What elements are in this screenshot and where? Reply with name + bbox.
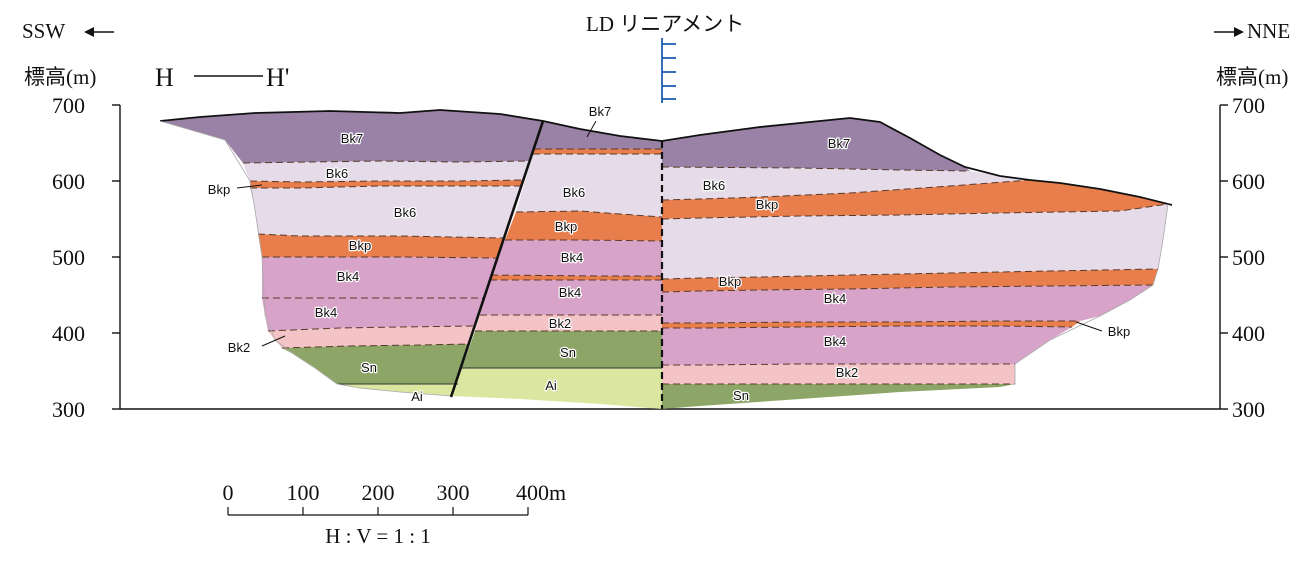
leader-line [586,120,597,138]
section-start-label: H [155,63,174,92]
middle-unit-bk7-fill [534,121,662,149]
leader-line [236,184,263,189]
left-arrow-icon [84,27,114,37]
unit-label: Bk2 [228,340,250,355]
unit-label: Bk6 [563,185,585,200]
right-unit-bkp-upper-fill [662,180,1168,219]
middle-unit-bkp-sliver-fill [490,275,662,280]
right-unit-bk6-upper-fill [662,167,1030,200]
left-direction-label: SSW [22,19,65,43]
unit-label: Bk7 [341,131,363,146]
right-unit-bk4-upper-fill [662,285,1153,323]
scale-label: 400m [516,480,566,505]
unit-label: Ai [545,378,557,393]
left-unit-ai-fill [337,384,458,396]
reverse-fault-line [449,120,545,398]
middle-unit-ai-fill [451,368,662,409]
lineament-marker-icon [661,38,676,103]
right-tick-500: 500 [1232,245,1265,270]
leader-line [261,335,286,347]
right-unit-bk7-fill [662,118,970,171]
right-elevation-axis [1219,104,1228,410]
scale-label: 100 [287,480,320,505]
leader-line [1075,321,1103,332]
right-tick-600: 600 [1232,169,1265,194]
left-axis-title: 標高(m) [24,65,96,89]
left-tick-700: 700 [52,93,85,118]
right-tick-400: 400 [1232,321,1265,346]
left-elevation-axis [112,104,121,410]
section-outline-right [1014,203,1169,384]
left-tick-500: 500 [52,245,85,270]
scale-label: 200 [362,480,395,505]
left-unit-bk6-lower-fill [250,186,522,238]
unit-label: Bk6 [703,178,725,193]
middle-unit-bk2-fill [475,315,662,331]
middle-unit-bk6-fill [516,154,662,217]
right-arrow-icon [1214,27,1244,37]
unit-label: Bkp [756,197,778,212]
left-unit-bk7-fill [160,110,543,163]
left-tick-400: 400 [52,321,85,346]
right-unit-bk4-lower-fill [662,326,1072,365]
unit-label: Bk4 [561,250,583,265]
right-unit-labels: Bk7 Bk6 Bkp Bkp Bk4 Bk4 Bkp Bk2 Sn [702,135,1132,404]
middle-unit-sn-fill [462,331,662,368]
left-block [160,110,543,396]
middle-unit-labels: Bk7 Bk6 Bkp Bk4 Bk4 Bk2 Sn Ai [544,103,612,394]
middle-block [451,121,662,409]
unit-label: Bk7 [589,104,611,119]
right-tick-700: 700 [1232,93,1265,118]
scale-label: 0 [223,480,234,505]
unit-label: Bk4 [824,291,846,306]
unit-label: Bkp [208,182,230,197]
unit-label: Sn [361,360,377,375]
right-block [662,118,1168,409]
left-unit-bk4-lower-fill [262,298,483,331]
right-unit-bkp-middle-fill [662,269,1158,292]
unit-label: Bk6 [394,205,416,220]
left-unit-bk2-fill [268,326,475,348]
right-unit-bk6-lower-fill [662,204,1168,279]
unit-label: Bkp [555,219,577,234]
left-unit-bk6-upper-fill [243,161,530,182]
unit-label: Bk2 [836,365,858,380]
unit-label: Bkp [1108,324,1130,339]
unit-label: Bk2 [549,316,571,331]
scale-ratio: H : V = 1 : 1 [325,524,431,548]
scale-bar: 0 100 200 300 400m H : V = 1 : 1 [223,480,567,548]
unit-label: Bk4 [824,334,846,349]
ground-surface-line [159,109,1173,206]
right-direction-label: NNE [1247,19,1290,43]
unit-label: Sn [733,388,749,403]
left-unit-sn-fill [282,344,469,384]
left-unit-labels: Bk7 Bk6 Bkp Bk6 Bkp Bk4 Bk4 Bk2 Sn Ai [207,130,424,405]
unit-label: Ai [411,389,423,404]
right-unit-bk2-fill [662,364,1015,384]
right-tick-300: 300 [1232,397,1265,422]
lineament-label: LD リニアメント [586,12,744,36]
left-unit-bk4-upper-fill [262,257,498,298]
scale-label: 300 [437,480,470,505]
unit-label: Bk4 [315,305,337,320]
unit-label: Bk4 [559,285,581,300]
layer-boundaries [242,148,1169,385]
left-tick-300: 300 [52,397,85,422]
unit-label: Bkp [719,274,741,289]
unit-label: Bk7 [828,136,850,151]
right-unit-sn-fill [662,384,1015,409]
middle-unit-bk4-lower-fill [480,280,662,315]
middle-unit-bkp-fill [505,211,662,241]
right-axis-title: 標高(m) [1216,65,1288,89]
left-unit-bkp-fill [258,234,505,258]
unit-label: Bk4 [337,269,359,284]
middle-unit-bkp-thin-fill [533,149,662,154]
unit-label: Bkp [349,238,371,253]
middle-unit-bk4-upper-fill [491,240,662,276]
unit-label: Bk6 [326,166,348,181]
section-end-label: H' [266,63,289,92]
unit-label: Sn [560,345,576,360]
left-tick-600: 600 [52,169,85,194]
